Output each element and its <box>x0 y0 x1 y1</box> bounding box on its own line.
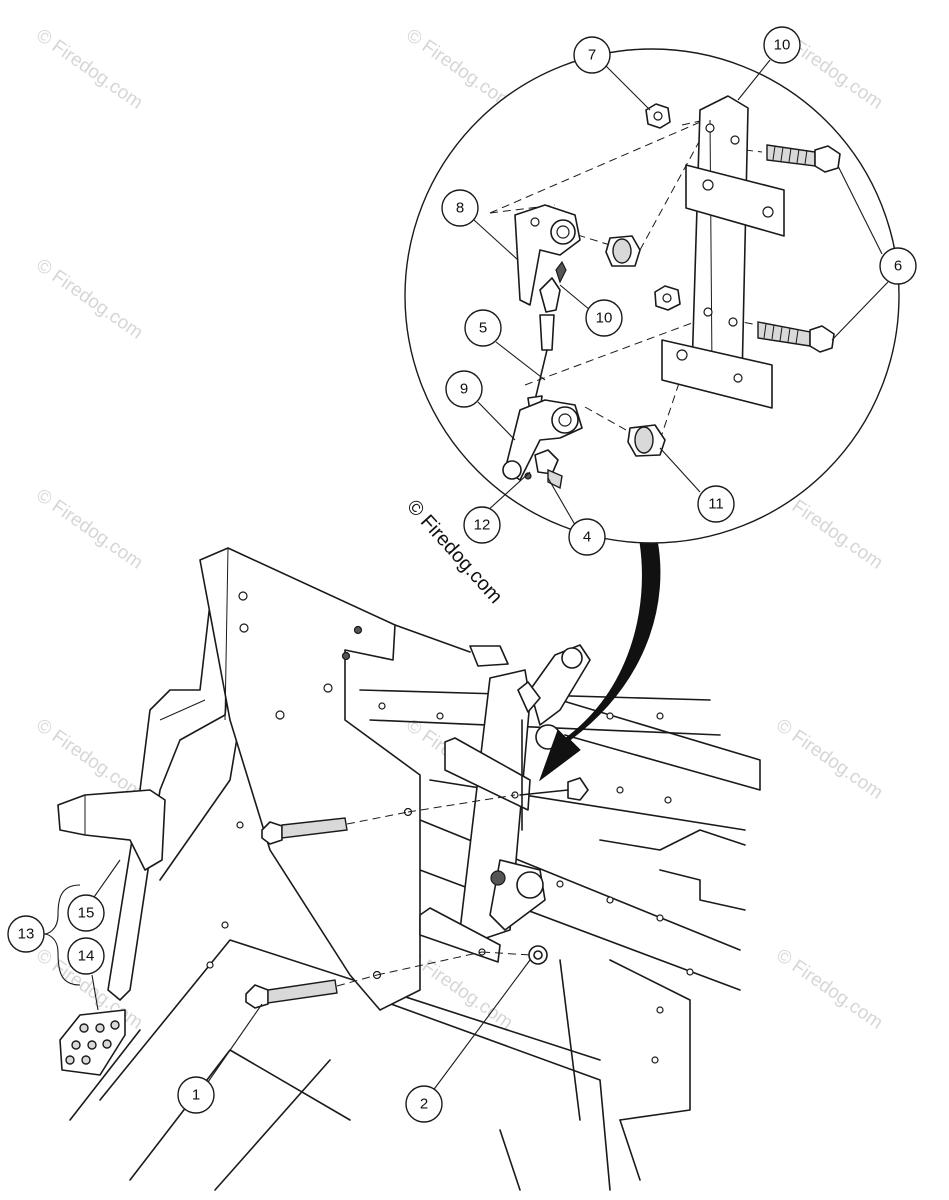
callout-label: 1 <box>192 1087 200 1104</box>
detail-view <box>404 48 900 544</box>
callout-label: 13 <box>18 926 35 943</box>
callout-14: 14 <box>67 937 105 975</box>
watermark: © Firedog.com <box>402 25 516 114</box>
watermark: © Firedog.com <box>32 25 146 114</box>
callout-label: 6 <box>894 258 902 275</box>
callout-label: 10 <box>774 37 791 54</box>
callout-6: 6 <box>879 247 917 285</box>
detail-arrow <box>538 539 661 782</box>
callout-15: 15 <box>67 894 105 932</box>
callout-7: 7 <box>573 36 611 74</box>
callout-1: 1 <box>177 1076 215 1114</box>
callout-label: 2 <box>420 1096 428 1113</box>
callout-label: 11 <box>708 496 724 513</box>
bolts-lower-view <box>245 777 589 1009</box>
callout-8: 8 <box>441 189 479 227</box>
callout-9: 9 <box>445 370 483 408</box>
watermark: © Firedog.com <box>32 715 146 804</box>
leader-lines <box>43 59 889 1093</box>
watermark: © Firedog.com <box>772 945 886 1034</box>
callout-11: 11 <box>697 485 735 523</box>
callout-4: 4 <box>568 518 606 556</box>
callout-13: 13 <box>7 915 45 953</box>
callout-label: 12 <box>474 517 491 534</box>
callout-label: 10 <box>596 310 613 327</box>
vertical-mount-assembly <box>394 624 591 965</box>
callout-label: 9 <box>460 381 468 398</box>
callout-10-top: 10 <box>763 26 801 64</box>
callout-10-middle: 10 <box>585 299 623 337</box>
callout-label: 14 <box>78 948 95 965</box>
callout-12: 12 <box>463 506 501 544</box>
pedal-bracket <box>199 547 421 1011</box>
callout-label: 4 <box>583 529 591 546</box>
pedal-assembly <box>57 554 241 1076</box>
callout-5: 5 <box>464 309 502 347</box>
watermark: © Firedog.com <box>32 255 146 344</box>
watermark: © Firedog.com <box>32 485 146 574</box>
callout-2: 2 <box>405 1085 443 1123</box>
callout-label: 8 <box>456 200 464 217</box>
watermark: © Firedog.com <box>772 715 886 804</box>
callout-label: 5 <box>479 320 487 337</box>
callout-label: 15 <box>78 905 95 922</box>
callout-label: 7 <box>588 47 596 64</box>
callouts: 7 10 8 6 10 5 9 11 <box>7 26 917 1123</box>
